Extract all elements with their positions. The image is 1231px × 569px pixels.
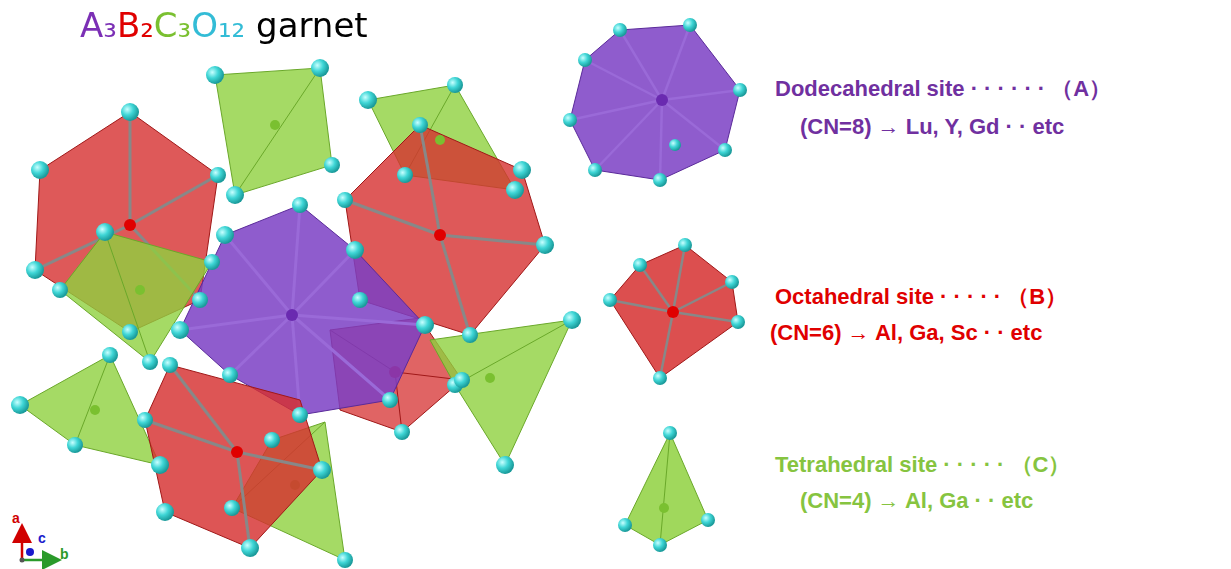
oxygen-atoms (11, 59, 581, 568)
axis-label: b (60, 546, 69, 562)
axis-indicator (20, 533, 53, 563)
tetrahedron (60, 232, 212, 362)
tetrahedron (20, 68, 572, 560)
site-name: Tetrahedral site · · · · · （C） (775, 452, 1070, 477)
site-name: Octahedral site · · · · · （B） (775, 284, 1067, 309)
site-name: Dodecahedral site · · · · · · （A） (775, 76, 1111, 101)
site-elements: (CN=6) → Al, Ga, Sc · · etc (770, 320, 1042, 345)
title: A₃B₂C₃O₁₂ garnet (80, 6, 368, 45)
dodecahedron-icon (563, 18, 747, 187)
site-elements: (CN=4) → Al, Ga · · etc (800, 488, 1033, 513)
axis-label: c (38, 530, 46, 546)
axis-label: a (12, 510, 20, 526)
site-elements: (CN=8) → Lu, Y, Gd · · etc (800, 114, 1064, 139)
octahedron-icon (603, 238, 745, 385)
octahedron (145, 365, 322, 548)
tetrahedron-icon (618, 426, 715, 552)
